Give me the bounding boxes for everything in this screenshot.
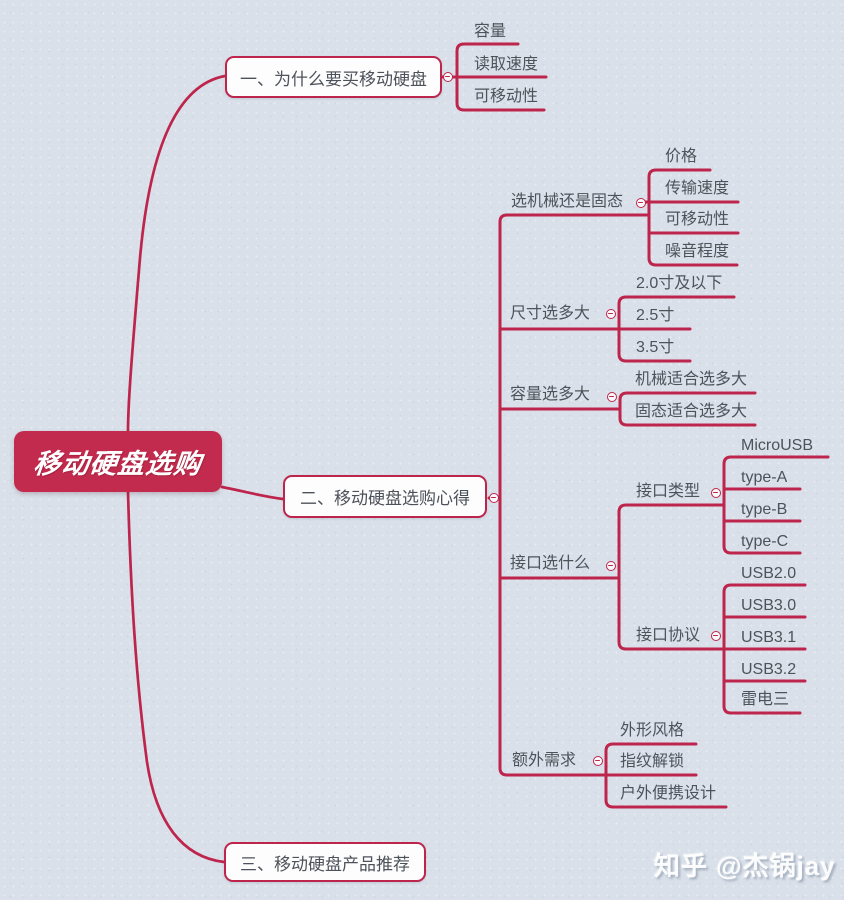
minus-icon bbox=[609, 395, 614, 398]
collapse-toggle-tips[interactable] bbox=[488, 492, 499, 503]
curve-root-to-branch1 bbox=[126, 74, 227, 433]
node-size-3-5[interactable]: 3.5寸 bbox=[636, 339, 675, 356]
minus-icon bbox=[491, 496, 496, 499]
branch-node-why-buy[interactable]: 一、为什么要买移动硬盘 bbox=[225, 56, 442, 98]
node-fingerprint-unlock[interactable]: 指纹解锁 bbox=[620, 753, 685, 770]
branch-node-tips[interactable]: 二、移动硬盘选购心得 bbox=[283, 475, 487, 518]
node-noise-level[interactable]: 噪音程度 bbox=[665, 243, 730, 260]
node-transfer-speed[interactable]: 传输速度 bbox=[665, 180, 730, 197]
node-outdoor-portable-design[interactable]: 户外便携设计 bbox=[620, 785, 717, 802]
minus-icon bbox=[595, 759, 600, 762]
root-node-label: 移动硬盘选购 bbox=[32, 449, 204, 479]
root-node[interactable]: 移动硬盘选购 bbox=[14, 431, 222, 492]
branch-why-buy-label: 一、为什么要买移动硬盘 bbox=[240, 69, 427, 89]
node-ssd-capacity[interactable]: 固态适合选多大 bbox=[635, 403, 748, 420]
node-portability-ssd[interactable]: 可移动性 bbox=[665, 211, 730, 228]
branch-recommendations-label: 三、移动硬盘产品推荐 bbox=[240, 854, 410, 874]
watermark: 知乎 @杰锅jay bbox=[654, 851, 836, 881]
collapse-toggle-capacity[interactable] bbox=[606, 391, 617, 402]
node-extra-needs[interactable]: 额外需求 bbox=[512, 752, 577, 769]
minus-icon bbox=[713, 491, 718, 494]
curve-root-to-branch2 bbox=[220, 485, 285, 501]
node-interface-choice[interactable]: 接口选什么 bbox=[510, 555, 591, 572]
node-appearance-style[interactable]: 外形风格 bbox=[620, 722, 685, 739]
collapse-toggle-size[interactable] bbox=[605, 308, 616, 319]
node-microusb[interactable]: MicroUSB bbox=[741, 437, 814, 454]
node-usb3-2[interactable]: USB3.2 bbox=[741, 661, 797, 678]
node-capacity[interactable]: 容量 bbox=[474, 23, 507, 40]
collapse-toggle-extra-needs[interactable] bbox=[592, 755, 603, 766]
minus-icon bbox=[608, 312, 613, 315]
curve-root-to-branch3 bbox=[126, 490, 226, 864]
node-usb3-0[interactable]: USB3.0 bbox=[741, 597, 797, 614]
node-read-speed[interactable]: 读取速度 bbox=[474, 56, 539, 73]
collapse-toggle-why-buy[interactable] bbox=[442, 71, 453, 82]
minus-icon bbox=[608, 564, 613, 567]
node-usb2-0[interactable]: USB2.0 bbox=[741, 565, 797, 582]
node-capacity-choice[interactable]: 容量选多大 bbox=[510, 386, 591, 403]
collapse-toggle-interface-protocol[interactable] bbox=[710, 630, 721, 641]
node-type-c[interactable]: type-C bbox=[741, 533, 789, 550]
node-size-2-0-below[interactable]: 2.0寸及以下 bbox=[636, 275, 723, 292]
node-type-a[interactable]: type-A bbox=[741, 469, 788, 486]
minus-icon bbox=[638, 201, 643, 204]
node-hdd-capacity[interactable]: 机械适合选多大 bbox=[635, 371, 748, 388]
node-usb3-1[interactable]: USB3.1 bbox=[741, 629, 797, 646]
node-thunderbolt3[interactable]: 雷电三 bbox=[741, 691, 790, 708]
minus-icon bbox=[445, 75, 450, 78]
node-size-choice[interactable]: 尺寸选多大 bbox=[510, 305, 591, 322]
node-price[interactable]: 价格 bbox=[665, 148, 698, 165]
branch-node-recommendations[interactable]: 三、移动硬盘产品推荐 bbox=[224, 842, 426, 882]
collapse-toggle-interface[interactable] bbox=[605, 560, 616, 571]
collapse-toggle-interface-type[interactable] bbox=[710, 487, 721, 498]
branch-tips-label: 二、移动硬盘选购心得 bbox=[300, 489, 470, 508]
collapse-toggle-hdd-or-ssd[interactable] bbox=[635, 197, 646, 208]
node-portability[interactable]: 可移动性 bbox=[474, 88, 539, 105]
node-interface-type[interactable]: 接口类型 bbox=[636, 483, 701, 500]
minus-icon bbox=[713, 634, 718, 637]
node-type-b[interactable]: type-B bbox=[741, 501, 788, 518]
node-hdd-or-ssd[interactable]: 选机械还是固态 bbox=[511, 193, 624, 210]
node-interface-protocol[interactable]: 接口协议 bbox=[636, 627, 701, 644]
node-size-2-5[interactable]: 2.5寸 bbox=[636, 307, 675, 324]
